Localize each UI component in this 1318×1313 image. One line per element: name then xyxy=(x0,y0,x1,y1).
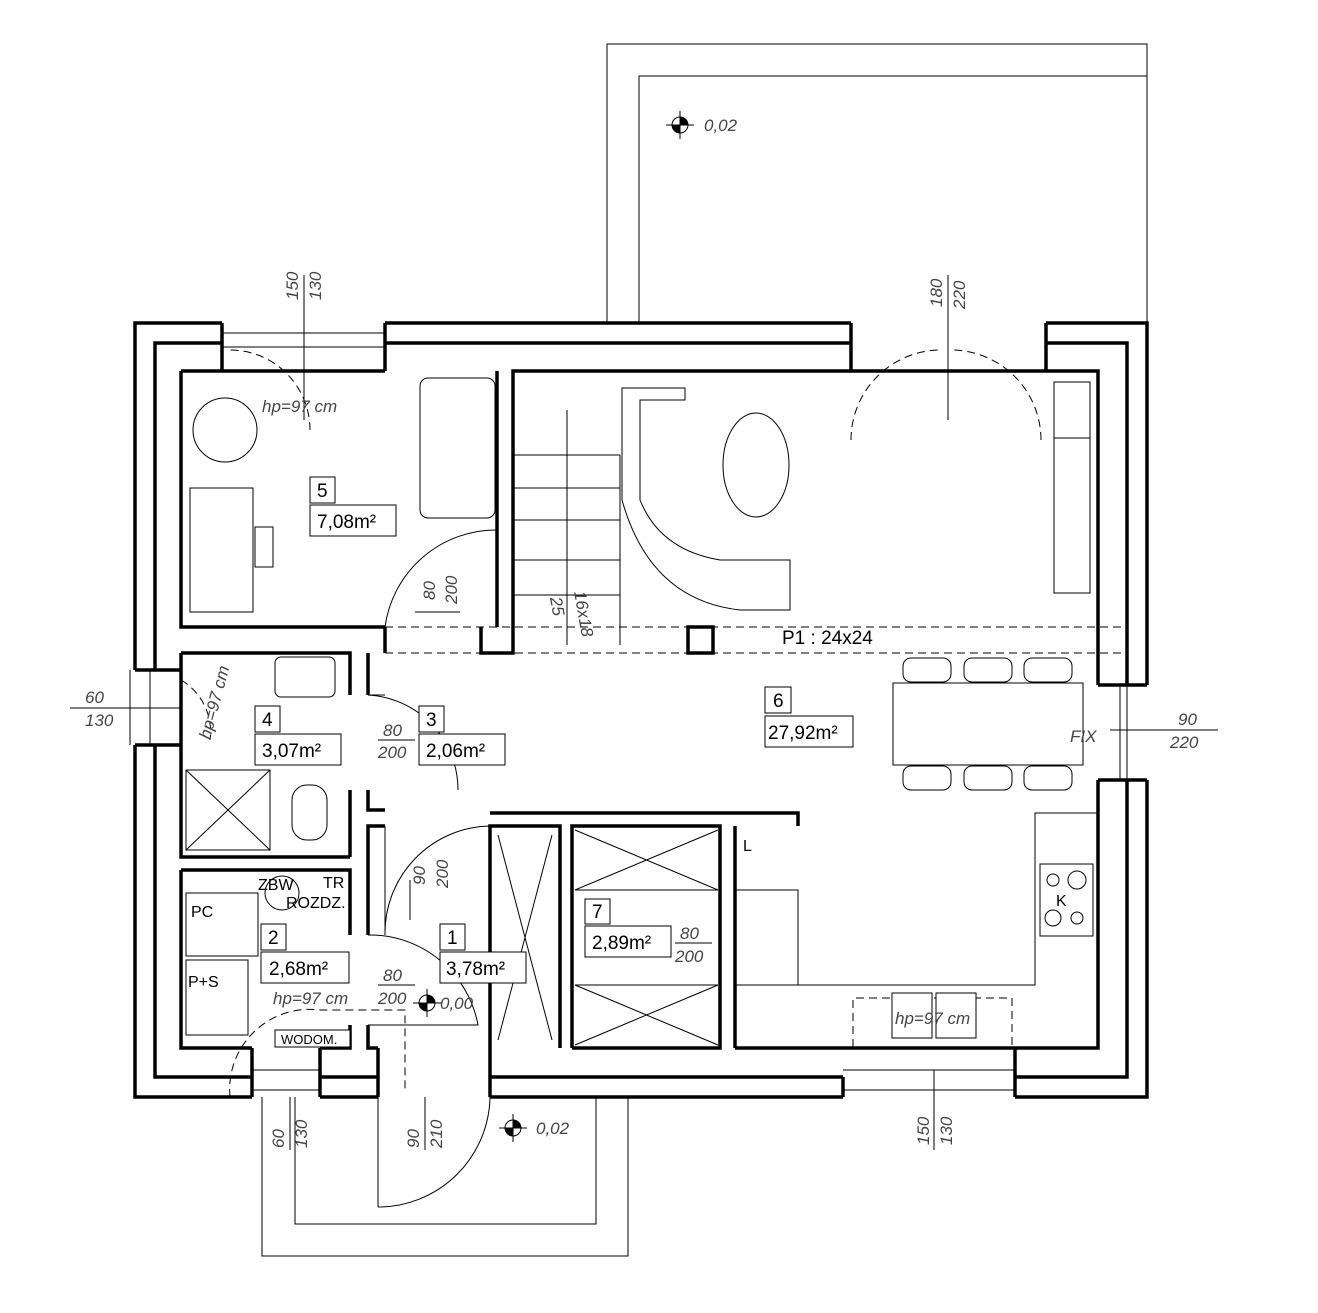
water-meter-box xyxy=(274,1029,351,1048)
tv-cabinet xyxy=(1053,381,1091,439)
dim-text: 220 xyxy=(950,280,969,310)
washer-dryer-label: P+S xyxy=(188,974,219,991)
sofa xyxy=(621,387,791,611)
dining-chairs xyxy=(902,657,1073,791)
dim-text: 150 xyxy=(283,271,302,300)
dim-text: 80 xyxy=(420,581,439,600)
room-area: 2,89m² xyxy=(592,933,651,954)
dim-text: 200 xyxy=(674,947,704,966)
room-tag-2: 2 2,68m² xyxy=(260,923,350,984)
level-floor: 0,00 xyxy=(440,994,474,1013)
sill-height-text: hp=97 cm xyxy=(273,989,348,1008)
dim-text: 150 xyxy=(914,1116,933,1145)
tank-label: ZBW xyxy=(258,877,294,894)
dim-text: 130 xyxy=(85,711,114,730)
stairs-tread-text: 25 xyxy=(546,594,568,617)
room-number: 3 xyxy=(426,710,437,731)
dim-text: 90 xyxy=(1178,710,1197,729)
dim-text: 210 xyxy=(427,1119,446,1149)
toilet xyxy=(291,784,328,841)
dim-text: 200 xyxy=(442,575,461,605)
dim-text: 130 xyxy=(937,1116,956,1145)
rug xyxy=(722,412,790,518)
exterior-walls xyxy=(133,321,1149,1099)
level-entrance: 0,02 xyxy=(536,1119,570,1138)
room-number: 7 xyxy=(592,902,603,923)
desk xyxy=(189,487,254,613)
armchair xyxy=(419,377,496,519)
sill-height-text: hp=97 cm xyxy=(895,1009,970,1028)
room-area: 3,07m² xyxy=(262,741,321,762)
room-tag-1: 1 3,78m² xyxy=(439,923,527,984)
room-tag-6: 6 27,92m² xyxy=(764,686,854,748)
dim-text: 90 xyxy=(410,866,429,885)
water-meter-label: WODOM. xyxy=(281,1032,337,1047)
equipment-labels: FIX K L PC P+S ZBW TR ROZDZ. WODOM. xyxy=(188,727,1097,1047)
sill-height-text: hp=97 cm xyxy=(262,397,337,416)
sill-height-text: hp=97 cm xyxy=(196,664,234,741)
room-area: 27,92m² xyxy=(768,723,838,744)
dim-text: 80 xyxy=(383,966,402,985)
dimension-labels: 150 130 180 220 60 130 90 220 150 130 60… xyxy=(70,271,1218,1150)
interior-walls xyxy=(179,369,851,1050)
room-area: 2,06m² xyxy=(426,741,485,762)
column-label: P1 : 24x24 xyxy=(782,628,873,649)
room-number: 4 xyxy=(262,710,273,731)
plant xyxy=(192,397,258,463)
terrace-top xyxy=(606,43,1148,323)
chair xyxy=(254,526,274,568)
room-number: 5 xyxy=(317,481,328,502)
dim-text: 90 xyxy=(404,1129,423,1148)
dim-text: 60 xyxy=(269,1129,288,1148)
level-terrace: 0,02 xyxy=(704,116,738,135)
boiler-label: PC xyxy=(191,904,213,921)
level-marker-terrace: 0,02 xyxy=(666,111,738,139)
dim-text: 130 xyxy=(292,1119,311,1148)
tr-label: TR xyxy=(323,875,344,892)
dim-text: 200 xyxy=(377,743,407,762)
level-marker-entrance: 0,02 xyxy=(499,1114,570,1142)
dim-text: 220 xyxy=(1169,733,1199,752)
room-area: 3,78m² xyxy=(446,959,505,980)
level-marker-floor: 0,00 xyxy=(413,989,474,1017)
room-area: 2,68m² xyxy=(269,959,328,980)
dim-text: 60 xyxy=(85,688,104,707)
fix-label: FIX xyxy=(1070,727,1097,746)
dining-table xyxy=(892,682,1084,766)
sink-right xyxy=(935,992,977,1039)
room-number: 1 xyxy=(447,928,458,949)
sink-left xyxy=(891,992,933,1039)
dim-text: 200 xyxy=(377,989,407,1008)
doors xyxy=(180,349,1127,1208)
fridge-label: L xyxy=(743,838,752,855)
room-tags: 13,78m² 22,68m² 32,06m² 43,07m² 57,08m² … xyxy=(254,476,854,984)
dim-text: 180 xyxy=(927,278,946,307)
furniture xyxy=(185,377,1098,1048)
room-tag-4: 4 3,07m² xyxy=(254,705,342,766)
room-tag-5: 5 7,08m² xyxy=(309,476,397,537)
dim-text: 80 xyxy=(680,924,699,943)
washer-box xyxy=(185,959,249,1036)
room-number: 6 xyxy=(773,691,784,712)
room-tag-7: 7 2,89m² xyxy=(584,898,672,958)
cooker-label: K xyxy=(1056,893,1067,910)
dim-text: 80 xyxy=(383,721,402,740)
room-area: 7,08m² xyxy=(317,512,376,533)
distribution-label: ROZDZ. xyxy=(286,895,346,912)
dim-text: 200 xyxy=(433,859,452,889)
room-tag-3: 3 2,06m² xyxy=(418,705,506,766)
stairs-steps-text: 16x18 xyxy=(570,589,597,638)
boiler-box xyxy=(185,892,259,957)
room-number: 2 xyxy=(268,928,279,949)
entrance-porch xyxy=(261,1097,629,1257)
dim-text: 130 xyxy=(306,271,325,300)
tv-unit xyxy=(1053,437,1091,594)
washbasin xyxy=(274,656,336,698)
